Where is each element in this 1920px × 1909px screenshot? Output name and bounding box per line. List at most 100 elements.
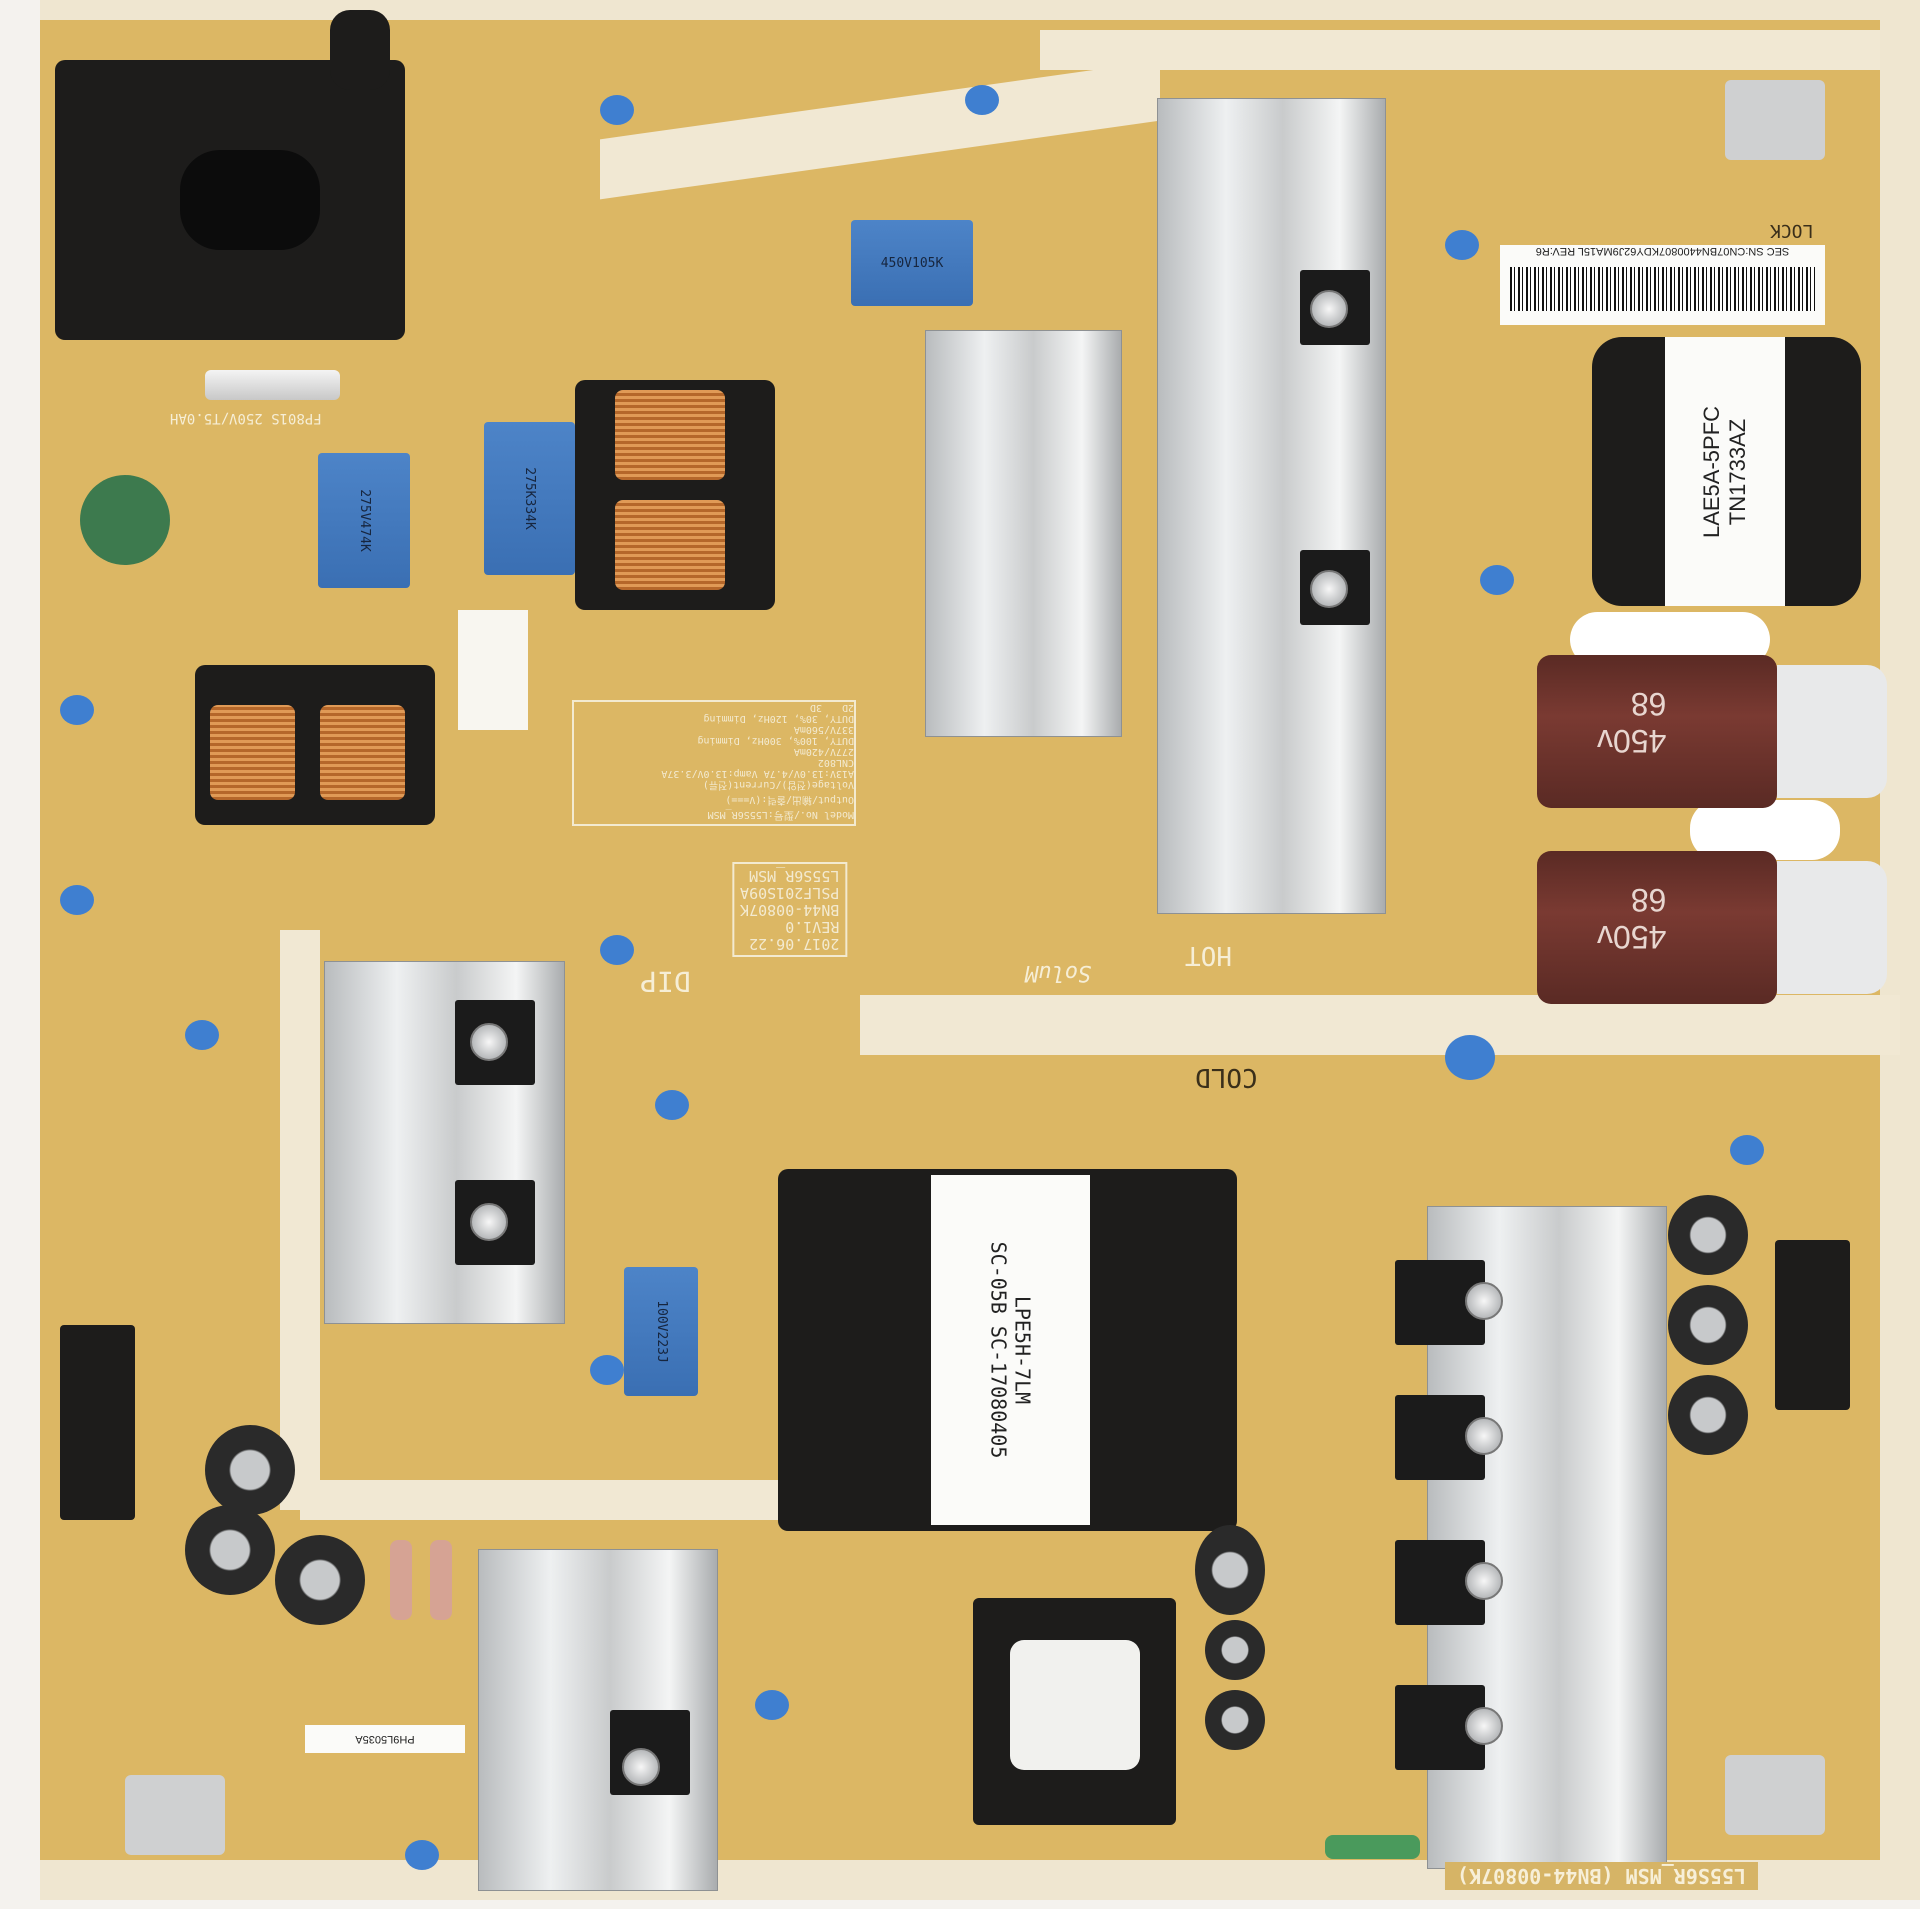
film-capacitor: 100V223J [624,1267,698,1396]
electrolytic-capacitor [1205,1620,1265,1680]
y-capacitor [60,695,94,725]
transformer-line1: LPE5H-7LM [1010,1295,1035,1405]
y-capacitor [755,1690,789,1720]
film-cap-label: 100V223J [653,1300,669,1363]
capacitor-can [1777,665,1887,798]
board-edge-top [40,0,1920,20]
film-cap-label: 275K334K [522,467,537,530]
spec-row: Voltage(전압)/Current(전류) [702,779,854,790]
transformer-tape [1010,1640,1140,1770]
y-capacitor [405,1840,439,1870]
cap-voltage: 450v [1597,919,1667,955]
model-date: 2017.06.22 [749,935,840,953]
output-connector[interactable] [1775,1240,1850,1410]
cap-capacitance: 68 [1630,686,1667,722]
model-block: 2017.06.22 REV1.0 BN44-00807K PSLF201S09… [732,862,848,957]
bridge-heatsink [925,330,1122,737]
inlet-latch [330,10,390,90]
spec-row: 337V/560mA [793,724,854,735]
isolation-strip-top-right [1040,30,1880,70]
screw [1465,1707,1503,1745]
transformer-line2: SC-05B SC-17080405 [986,1241,1011,1459]
resistor [430,1540,452,1620]
barcode-sticker: SEC SN:CN07BN4400807KDY62J9MA15L REV:R6 [1500,245,1825,325]
model-part: BN44-00807K [740,901,840,919]
spec-tag: 3D [809,702,822,713]
white-relay [458,610,528,730]
screw [1310,570,1348,608]
pfc-heatsink [1157,98,1386,914]
y-capacitor [600,95,634,125]
led-connector[interactable] [60,1325,135,1520]
electrolytic-capacitor [275,1535,365,1625]
choke-winding [210,705,295,800]
bulk-capacitor: 450v 68 [1537,851,1777,1004]
film-cap-label: 450V105K [880,255,944,271]
model-pslf: PSLF201S09A [740,884,840,902]
fuse [205,370,340,400]
fuse-label: FP801S 250V/T5.0AH [170,410,322,426]
glue [1690,800,1840,860]
screw [622,1748,660,1786]
transformer-label: LPE5H-7LM SC-05B SC-17080405 [931,1175,1090,1525]
electrolytic-capacitor [185,1505,275,1595]
screw [470,1203,508,1241]
isolation-strip-mid [860,995,1900,1055]
part-label: PH9L5035A [305,1725,465,1753]
film-cap-label: 275V474K [356,489,372,552]
screw [1465,1562,1503,1600]
electrolytic-capacitor [205,1425,295,1515]
y-capacitor [1480,565,1514,595]
film-capacitor: 450V105K [851,220,973,306]
y-capacitor [1445,1035,1495,1080]
spec-row: A13V:13.0V/4.7A Vamp:13.0V/3.37A [661,768,854,779]
capacitor-can [1777,861,1887,994]
y-capacitor [60,885,94,915]
y-capacitor [1445,230,1479,260]
choke-winding [615,390,725,480]
pfc-inductor-label: LAE5A-5PFC TN1733AZ [1665,337,1785,606]
electrolytic-capacitor [1668,1285,1748,1365]
electrolytic-capacitor [1668,1195,1748,1275]
ground-lug [125,1775,225,1855]
inlet-socket [180,150,320,250]
y-capacitor [185,1020,219,1050]
y-capacitor [600,935,634,965]
ground-lug [1725,1755,1825,1835]
spec-row: DUTY, 30%, 120Hz, Dimming [703,713,854,724]
spec-row: CNL802 [817,757,854,768]
isolation-strip-lower [300,1480,860,1520]
screw [1465,1417,1503,1455]
bulk-capacitor: 450v 68 [1537,655,1777,808]
isolation-strip-left [280,930,320,1510]
pfc-inductor-line1: LAE5A-5PFC [1699,405,1724,538]
pfc-inductor-line2: TN1733AZ [1725,418,1750,525]
cold-label: COLD [1195,1062,1258,1092]
screw [1465,1282,1503,1320]
spec-table: Model No./型号:L55S6R_MSM Output/输出/출력:(V=… [572,700,856,826]
y-capacitor [965,85,999,115]
solum-logo: SoluM [1025,960,1092,985]
varistor [80,475,170,565]
electrolytic-capacitor [1668,1375,1748,1455]
y-capacitor [590,1355,624,1385]
electrolytic-capacitor [1205,1690,1265,1750]
choke-winding [320,705,405,800]
spec-row: DUTY, 100%, 300Hz, Dimming [697,735,854,746]
film-capacitor: 275K334K [484,422,575,575]
y-capacitor [1730,1135,1764,1165]
spec-tag: 2D [841,702,854,713]
film-capacitor: 275V474K [318,453,410,588]
screw [1310,290,1348,328]
screw [470,1023,508,1061]
lock-label: LOCK [1770,220,1814,241]
spec-row: Model No./型号:L55S6R_MSM [707,809,854,820]
y-capacitor [655,1090,689,1120]
spec-row: Output/输出/출력:(V===) [725,794,854,805]
model-rev: REV1.0 [785,918,840,936]
resistor [1325,1835,1420,1859]
resistor [390,1540,412,1620]
model-name: L55S6R_MSM [749,867,840,885]
cap-voltage: 450v [1597,723,1667,759]
barcode [1510,267,1815,311]
